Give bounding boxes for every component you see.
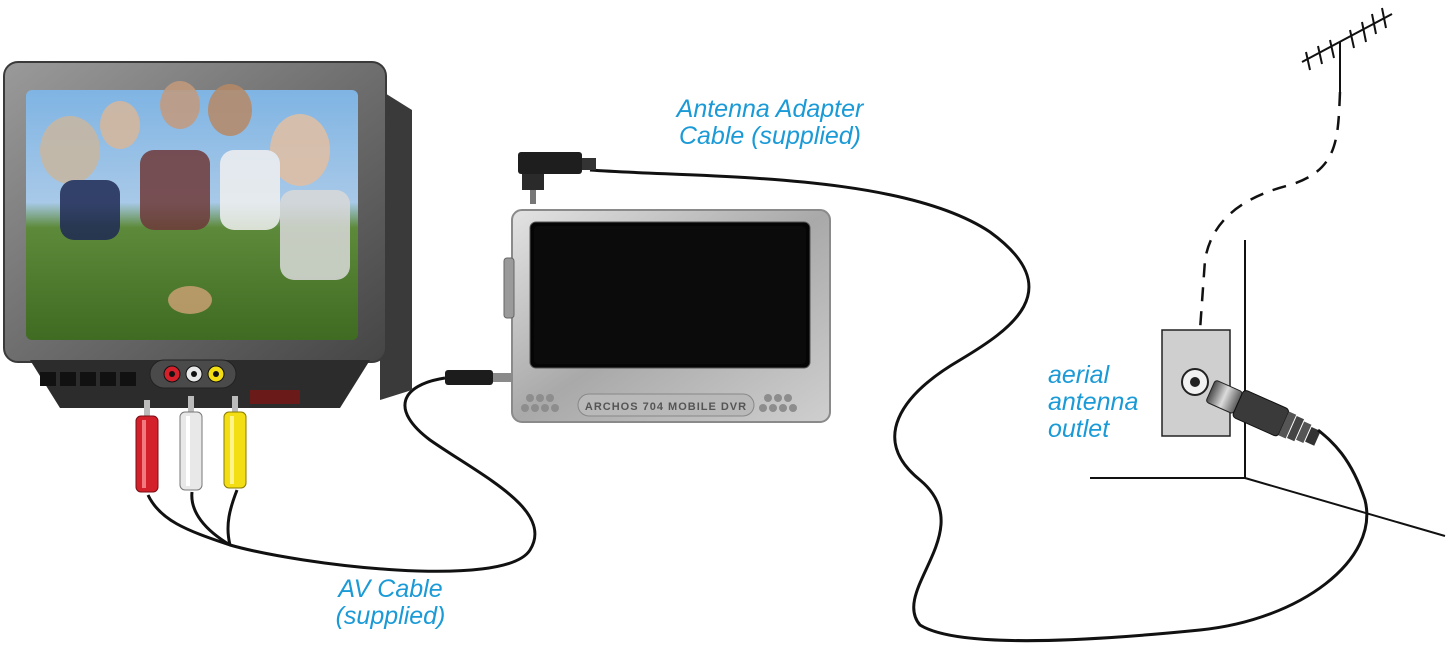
av-cable-label-line1: AV Cable: [318, 576, 463, 603]
device-brand-text: ARCHOS 704 MOBILE DVR: [585, 401, 747, 413]
aerial-label-line1: aerial: [1048, 362, 1158, 389]
rca-plug-yellow: [224, 396, 246, 488]
archos-device: ARCHOS 704 MOBILE DVR: [504, 210, 830, 422]
antenna-adapter-plug: [518, 152, 596, 204]
device-screen: [534, 226, 806, 364]
antenna-adapter-cable-label: Antenna Adapter Cable (supplied): [655, 96, 885, 150]
av-cable-label-line2: (supplied): [318, 603, 463, 630]
antenna-adapter-label-line1: Antenna Adapter: [655, 96, 885, 123]
aerial-outlet-label: aerial antenna outlet: [1048, 362, 1158, 443]
rca-plug-white: [180, 396, 202, 490]
roof-antenna: [1302, 8, 1392, 92]
television: [4, 62, 412, 408]
aerial-label-line2: antenna: [1048, 389, 1158, 416]
tv-vents: [40, 372, 136, 386]
antenna-adapter-label-line2: Cable (supplied): [655, 123, 885, 150]
av-plug-device: [445, 370, 511, 385]
antenna-dashed-cable: [1200, 92, 1340, 330]
aerial-label-line3: outlet: [1048, 416, 1158, 443]
av-cable-label: AV Cable (supplied): [318, 576, 463, 630]
rca-plug-red: [136, 400, 158, 492]
